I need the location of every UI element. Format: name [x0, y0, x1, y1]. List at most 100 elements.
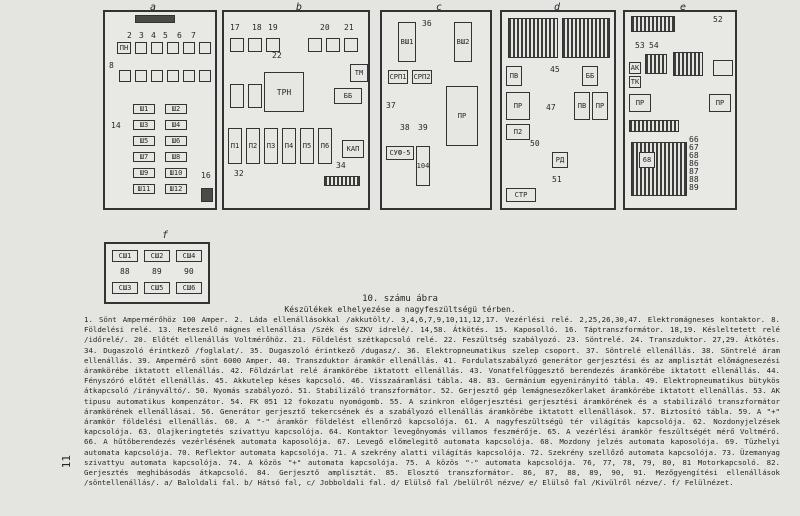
callout-number: 51 — [552, 175, 562, 184]
panel-d-block: РД — [552, 152, 568, 168]
panel-b-contactor: П1 — [228, 128, 242, 164]
callout-number: 7 — [191, 31, 196, 40]
panel-b-rear-wall: 17 18 19 20 21 22 ТРН ББ ТМ П1 П2 П3 П4 … — [222, 10, 370, 210]
callout-number: 68 — [689, 151, 699, 160]
panel-b-relay — [230, 38, 244, 52]
callout-number: 5 — [163, 31, 168, 40]
callout-number: 34 — [336, 161, 346, 170]
panel-f-resistor: СШ2 — [144, 250, 170, 262]
panel-e-block: АК — [629, 62, 641, 74]
panel-a-relay — [135, 70, 147, 82]
panel-d-contactor-group — [562, 18, 610, 58]
panel-a-shunt — [135, 15, 175, 23]
panel-a-relay — [151, 42, 163, 54]
panel-b-contactor: П2 — [246, 128, 260, 164]
panel-c-block: СУФ-5 — [386, 146, 414, 160]
panel-a-relay: ПН — [117, 42, 131, 54]
figure-title: 10. számu ábra — [362, 294, 438, 304]
panel-a-relay — [167, 70, 179, 82]
panel-label-a: a — [150, 2, 157, 13]
panel-a-capacitor — [201, 188, 213, 202]
callout-number: 38 — [400, 123, 410, 132]
panel-a-relay — [199, 42, 211, 54]
panel-a-resistor: Ш11 — [133, 184, 155, 194]
panel-c-block: СРП1 — [388, 70, 408, 84]
panel-e-breaker-row — [631, 16, 675, 32]
callout-number: 19 — [268, 23, 278, 32]
panel-e-block: ТК — [629, 76, 641, 88]
panel-a-resistor: Ш10 — [165, 168, 187, 178]
panel-b-relay — [266, 38, 280, 52]
callout-number: 37 — [386, 101, 396, 110]
panel-b-relay — [248, 38, 262, 52]
panel-a-resistor: Ш3 — [133, 120, 155, 130]
callout-number: 88 — [689, 175, 699, 184]
panel-d-front-wall-inside: ПВ ПР 45 ББ ПВ ПР 47 П2 РД 50 СТР 51 — [500, 10, 616, 210]
panel-b-relay — [230, 84, 244, 108]
panel-f-resistor: СШ1 — [112, 250, 138, 262]
panel-e-block: ПР — [709, 94, 731, 112]
panel-a-resistor: Ш1 — [133, 104, 155, 114]
panel-a-relay — [151, 70, 163, 82]
panel-f-resistor: СШ6 — [176, 282, 202, 294]
callout-number: 20 — [320, 23, 330, 32]
panel-b-relay — [326, 38, 340, 52]
callout-number: 3 — [139, 31, 144, 40]
figure-legend: 1. Sönt Ampermérőhöz 100 Amper. 2. Láda … — [84, 315, 780, 488]
panel-b-contactor: П4 — [282, 128, 296, 164]
panel-d-block: ПР — [506, 92, 530, 120]
callout-number: 87 — [689, 167, 699, 176]
panel-b-relay — [308, 38, 322, 52]
panel-label-d: d — [554, 2, 561, 13]
callout-number: 14 — [111, 121, 121, 130]
panel-b-relay — [248, 84, 262, 108]
callout-number: 18 — [252, 23, 262, 32]
panel-e-switch-row — [629, 120, 679, 132]
callout-number: 21 — [344, 23, 354, 32]
panel-e-pushbutton — [645, 54, 667, 74]
panel-label-f: f — [162, 230, 169, 241]
panel-f-top-view: СШ1 СШ2 СШ4 88 89 90 СШ3 СШ5 СШ6 — [104, 242, 210, 304]
callout-number: 66 — [689, 135, 699, 144]
panel-c-block: ПР — [446, 86, 478, 146]
callout-number: 47 — [546, 103, 556, 112]
panel-d-block: ПР — [592, 92, 608, 120]
panel-b-block: ТМ — [350, 64, 368, 82]
callout-number: 36 — [422, 19, 432, 28]
panel-c-block: ВШ1 — [398, 22, 416, 62]
panel-a-resistor: Ш4 — [165, 120, 187, 130]
panel-label-b: b — [296, 2, 303, 13]
margin-page-number: 11 — [60, 455, 73, 469]
panel-a-relay — [135, 42, 147, 54]
panel-a-relay — [183, 42, 195, 54]
callout-number: 52 — [713, 15, 723, 24]
panel-d-block: ББ — [582, 66, 598, 86]
callout-number: 45 — [550, 65, 560, 74]
callout-number: 54 — [649, 41, 659, 50]
panel-a-relay — [199, 70, 211, 82]
panel-c-block: ВШ2 — [454, 22, 472, 62]
callout-number: 90 — [184, 267, 194, 276]
panel-f-resistor: СШ5 — [144, 282, 170, 294]
panel-b-contactor: П3 — [264, 128, 278, 164]
panel-d-contactor-group — [508, 18, 558, 58]
panel-a-left-wall: 2 3 4 5 6 7 ПН 8 Ш1 Ш2 Ш3 Ш4 14 Ш5 Ш6 Ш7… — [103, 10, 217, 210]
callout-number: 89 — [689, 183, 699, 192]
panel-label-e: e — [680, 2, 687, 13]
callout-number: 39 — [418, 123, 428, 132]
panel-c-block: СРП2 — [412, 70, 432, 84]
panel-e-fuse-board — [713, 60, 733, 76]
panel-e-block: 68 — [639, 152, 655, 168]
callout-number: 17 — [230, 23, 240, 32]
panel-a-relay — [119, 70, 131, 82]
callout-number: 86 — [689, 159, 699, 168]
panel-d-block: ПВ — [506, 66, 522, 86]
panel-e-automat-group — [631, 142, 687, 196]
panel-a-resistor: Ш5 — [133, 136, 155, 146]
panel-d-block: П2 — [506, 124, 530, 140]
panel-a-resistor: Ш8 — [165, 152, 187, 162]
panel-d-block: СТР — [506, 188, 536, 202]
callout-number: 32 — [234, 169, 244, 178]
panel-b-terminal-strip — [324, 176, 360, 186]
